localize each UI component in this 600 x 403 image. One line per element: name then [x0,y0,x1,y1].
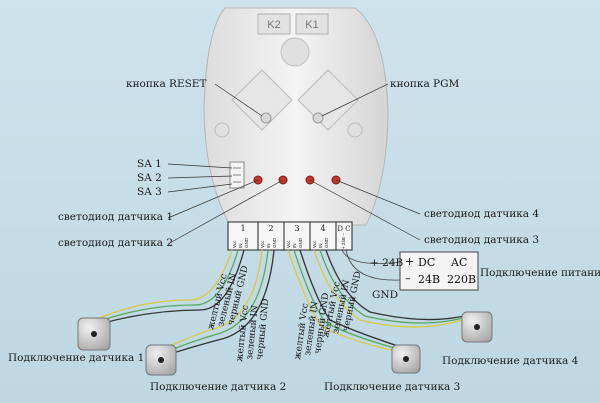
reset-button-label: кнопка RESET [126,78,207,90]
power-caption: Подключение питания [480,267,600,279]
sensor2-caption: Подключение датчика 2 [150,381,287,393]
pin-label: Vcc [286,240,291,248]
power-supply-box [399,251,479,291]
terminal-4-label: 4 [320,224,325,233]
pin-label: Vcc [232,240,237,248]
side-hole-left [214,122,230,138]
pin-label: IN [266,244,271,249]
power-dc: DC [418,256,435,269]
relay-k2-label: K2 [267,19,280,31]
led3-label: светодиод датчика 3 [424,234,540,246]
mount-hole-top [280,37,310,67]
sensor3-caption: Подключение датчика 3 [324,381,461,393]
pgm-button-icon [312,112,324,124]
pin-label: IN [292,244,297,249]
led4-label: светодиод датчика 4 [424,208,540,220]
power-plus: + [405,255,414,268]
sensor4-caption: Подключение датчика 4 [442,355,579,367]
pgm-button-label: кнопка PGM [390,78,460,90]
relay-k1 [295,13,329,35]
pin-label: Vcc [260,240,265,248]
pin-label: IN [318,244,323,249]
pin-label: GND [244,237,249,248]
terminal-block [227,221,353,251]
terminal-dc-label: D C [337,225,350,233]
terminal-2-label: 2 [268,224,273,233]
power-ac-voltage: 220В [447,273,476,286]
reset-button-icon [260,112,272,124]
pin-label-dc: + 24В − [341,233,346,249]
led1-label: светодиод датчика 1 [58,211,174,223]
terminal-3-label: 3 [294,224,299,233]
pin-label: Vcc [312,240,317,248]
device-housing [203,7,389,226]
gnd-label: GND [372,289,398,301]
pin-label: GND [324,237,329,248]
sa1-label: SA 1 [137,158,162,170]
sensor1-caption: Подключение датчика 1 [8,352,145,364]
relay-k2 [257,13,291,35]
plus24-label: + 24В [370,257,404,269]
pin-label: GND [298,237,303,248]
power-ac: AC [450,256,467,269]
side-hole-right [347,122,363,138]
relay-k1-label: K1 [305,19,318,31]
sa2-label: SA 2 [137,172,162,184]
led2-label: светодиод датчика 2 [58,237,174,249]
pin-label: IN [238,244,243,249]
terminal-1-label: 1 [240,224,245,233]
sa3-label: SA 3 [137,186,162,198]
reset-plate [231,69,293,131]
pin-label: GND [272,237,277,248]
power-dc-voltage: 24В [418,273,440,286]
power-minus: – [405,272,411,285]
